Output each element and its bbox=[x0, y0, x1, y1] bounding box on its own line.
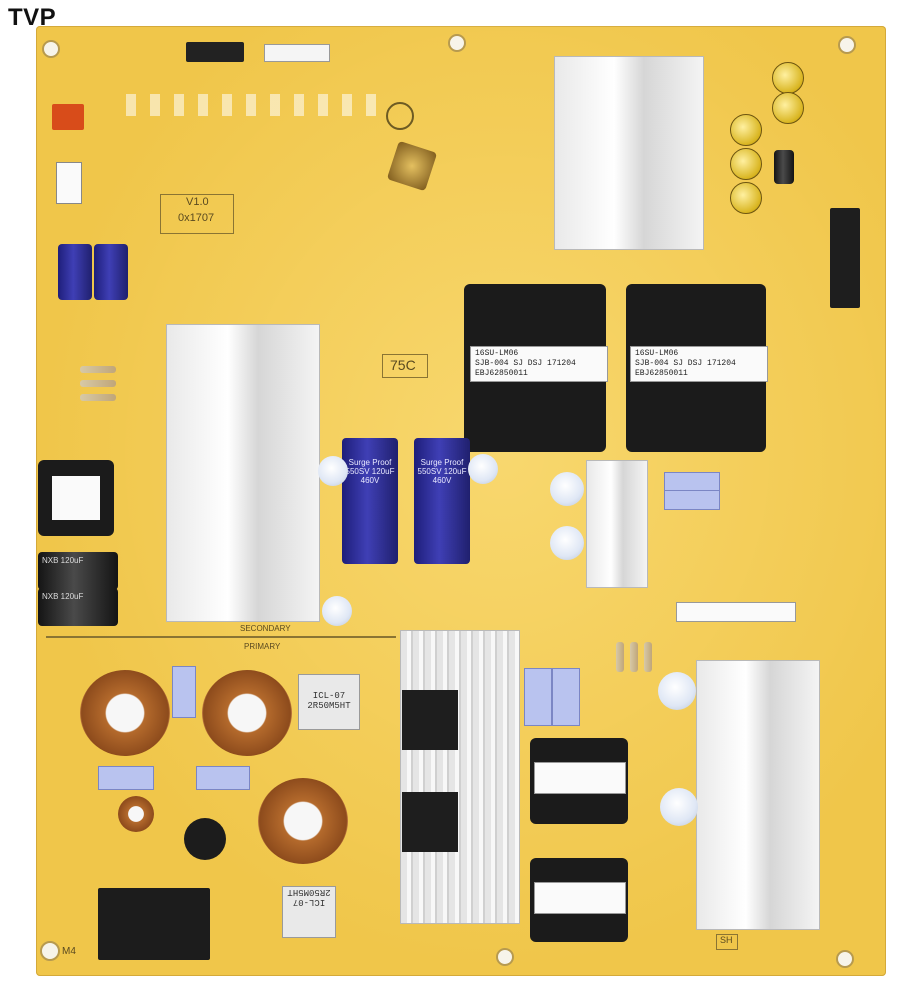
connector-top-white bbox=[264, 44, 330, 62]
film-capacitor bbox=[524, 668, 552, 726]
capacitor-yellow bbox=[772, 92, 804, 124]
m4-label: M4 bbox=[62, 946, 76, 957]
capacitor-blue-main: Surge Proof 550SV 120uF 460V bbox=[414, 438, 470, 564]
transformer-left-label: 16SU-LM06 SJB-004 SJ DSJ 171204 EBJ62850… bbox=[470, 346, 608, 382]
relay-bottom: ICL-07 2R50M5HT bbox=[282, 886, 336, 938]
heatsink-mid bbox=[586, 460, 648, 588]
capacitor-text: Surge Proof 550SV 120uF 460V bbox=[345, 458, 395, 485]
version-code-label: 0x1707 bbox=[178, 212, 215, 224]
primary-label: PRIMARY bbox=[244, 642, 281, 651]
rating-box bbox=[382, 354, 428, 378]
heatsink-bottom bbox=[400, 630, 520, 924]
resistor bbox=[630, 642, 638, 672]
transformer-bottom-label bbox=[534, 882, 626, 914]
mount-hole bbox=[838, 36, 856, 54]
ic-badge bbox=[386, 140, 438, 192]
capacitor-yellow bbox=[730, 182, 762, 214]
capacitor-blue-small bbox=[94, 244, 128, 300]
transformer-right-label: 16SU-LM06 SJB-004 SJ DSJ 171204 EBJ62850… bbox=[630, 346, 768, 382]
mosfet bbox=[402, 792, 458, 852]
transformer-left-line2: SJB-004 SJ DSJ 171204 bbox=[475, 359, 576, 368]
rating-label: 75C bbox=[390, 357, 416, 373]
inductor-coil bbox=[258, 778, 348, 864]
mosfet bbox=[402, 690, 458, 750]
resistor bbox=[80, 380, 116, 387]
film-capacitor bbox=[664, 490, 720, 510]
transformer-right-line3: EBJ62850011 bbox=[635, 369, 688, 378]
disc-capacitor bbox=[550, 526, 584, 560]
disc-capacitor bbox=[660, 788, 698, 826]
film-capacitor bbox=[172, 666, 196, 718]
transformer-left-line1: 16SU-LM06 bbox=[475, 349, 519, 358]
inductor-coil-small bbox=[118, 796, 154, 832]
heatsink-bottom-right bbox=[696, 660, 820, 930]
connector-white-left bbox=[56, 162, 82, 204]
capacitor-blue-small bbox=[58, 244, 92, 300]
relay-bottom-text: ICL-07 2R50M5HT bbox=[287, 887, 331, 907]
sh-box bbox=[716, 934, 738, 950]
version-label: V1.0 bbox=[186, 196, 209, 208]
disc-capacitor bbox=[318, 456, 348, 486]
connector-right-black bbox=[830, 208, 860, 308]
transformer-left-line3: EBJ62850011 bbox=[475, 369, 528, 378]
version-box bbox=[160, 194, 234, 234]
transformer-bottom-label bbox=[534, 762, 626, 794]
sh-label: SH bbox=[720, 935, 733, 945]
lg-logo bbox=[386, 102, 414, 130]
capacitor-small bbox=[774, 150, 794, 184]
mount-hole bbox=[40, 941, 60, 961]
film-capacitor bbox=[664, 472, 720, 492]
mount-hole bbox=[42, 40, 60, 58]
secondary-label: SECONDARY bbox=[240, 624, 291, 633]
smd-pad-row bbox=[126, 94, 376, 116]
connector-red bbox=[52, 104, 84, 130]
resistor bbox=[616, 642, 624, 672]
heatsink-top bbox=[554, 56, 704, 250]
capacitor-yellow bbox=[772, 62, 804, 94]
transformer-small-core bbox=[52, 476, 100, 520]
capacitor-yellow bbox=[730, 114, 762, 146]
resistor bbox=[644, 642, 652, 672]
film-capacitor bbox=[196, 766, 250, 790]
disc-capacitor bbox=[550, 472, 584, 506]
capacitor-black: NXB 120uF bbox=[38, 588, 118, 626]
capacitor-yellow bbox=[730, 148, 762, 180]
inductor-coil bbox=[202, 670, 292, 756]
mount-hole bbox=[448, 34, 466, 52]
disc-capacitor bbox=[468, 454, 498, 484]
mount-hole bbox=[836, 950, 854, 968]
isolation-line bbox=[46, 636, 396, 638]
transformer-right-line2: SJB-004 SJ DSJ 171204 bbox=[635, 359, 736, 368]
mount-hole bbox=[496, 948, 514, 966]
disc-capacitor bbox=[658, 672, 696, 710]
disc-capacitor bbox=[322, 596, 352, 626]
film-capacitor bbox=[552, 668, 580, 726]
relay-top: ICL-07 2R50M5HT bbox=[298, 674, 360, 730]
inductor-coil bbox=[80, 670, 170, 756]
relay-black bbox=[98, 888, 210, 960]
relay-top-text: ICL-07 2R50M5HT bbox=[307, 691, 351, 711]
heatsink-left bbox=[166, 324, 320, 622]
varistor bbox=[184, 818, 226, 860]
resistor bbox=[80, 366, 116, 373]
pcb-board: V1.0 0x1707 75C 16SU-LM06 SJB-004 SJ DSJ… bbox=[36, 26, 886, 976]
resistor bbox=[80, 394, 116, 401]
capacitor-text: Surge Proof 550SV 120uF 460V bbox=[417, 458, 467, 485]
connector-top bbox=[186, 42, 244, 62]
capacitor-blue-main: Surge Proof 550SV 120uF 460V bbox=[342, 438, 398, 564]
capacitor-black: NXB 120uF bbox=[38, 552, 118, 590]
film-capacitor bbox=[98, 766, 154, 790]
transformer-right-line1: 16SU-LM06 bbox=[635, 349, 679, 358]
barcode-label bbox=[676, 602, 796, 622]
